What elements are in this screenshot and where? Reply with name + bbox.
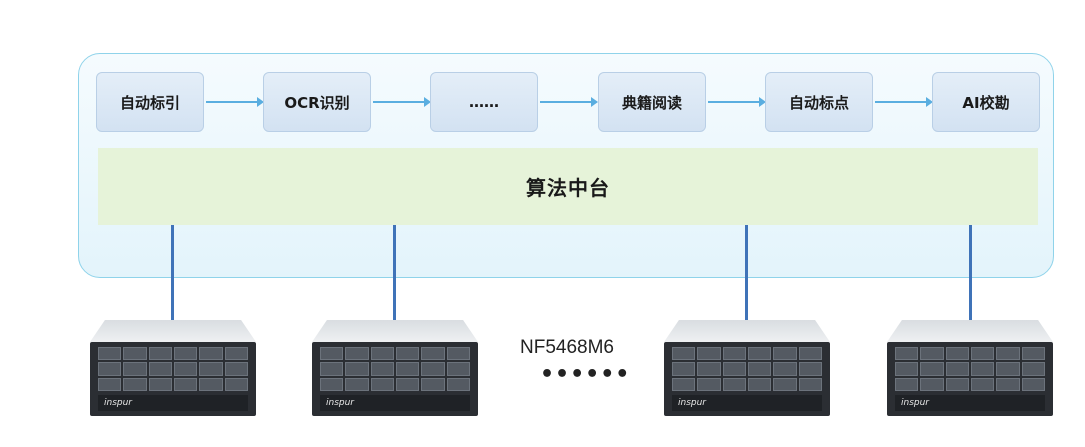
step-label: OCR识别 bbox=[284, 93, 350, 112]
arrow-icon bbox=[875, 97, 933, 107]
arrow-icon bbox=[206, 97, 264, 107]
server-brand-logo: inspur bbox=[901, 398, 930, 408]
step-more[interactable]: …… bbox=[430, 72, 538, 132]
server-brand-logo: inspur bbox=[678, 398, 707, 408]
step-classic-reading[interactable]: 典籍阅读 bbox=[598, 72, 706, 132]
server-brand-logo: inspur bbox=[326, 398, 355, 408]
arrow-icon bbox=[373, 97, 431, 107]
step-label: 自动标引 bbox=[119, 93, 180, 112]
server-unit: inspur bbox=[90, 320, 256, 416]
connector-line bbox=[171, 225, 174, 323]
algorithm-platform-bar: 算法中台 bbox=[98, 148, 1038, 225]
step-ai-collation[interactable]: AI校勘 bbox=[932, 72, 1040, 132]
connector-line bbox=[969, 225, 972, 323]
arrow-icon bbox=[708, 97, 766, 107]
algorithm-platform-label: 算法中台 bbox=[526, 176, 610, 200]
connector-line bbox=[393, 225, 396, 323]
connector-line bbox=[745, 225, 748, 323]
server-model-label: NF5468M6 bbox=[520, 337, 614, 358]
step-auto-indexing[interactable]: 自动标引 bbox=[96, 72, 204, 132]
server-unit: inspur bbox=[664, 320, 830, 416]
step-ocr[interactable]: OCR识别 bbox=[263, 72, 371, 132]
server-unit: inspur bbox=[312, 320, 478, 416]
arrow-icon bbox=[540, 97, 598, 107]
server-brand-logo: inspur bbox=[104, 398, 133, 408]
step-auto-punctuation[interactable]: 自动标点 bbox=[765, 72, 873, 132]
step-label: 典籍阅读 bbox=[621, 93, 682, 112]
more-servers-ellipsis: •••••• bbox=[540, 362, 631, 387]
step-label: 自动标点 bbox=[788, 93, 849, 112]
step-label: …… bbox=[469, 93, 499, 111]
server-unit: inspur bbox=[887, 320, 1053, 416]
step-label: AI校勘 bbox=[962, 93, 1010, 112]
